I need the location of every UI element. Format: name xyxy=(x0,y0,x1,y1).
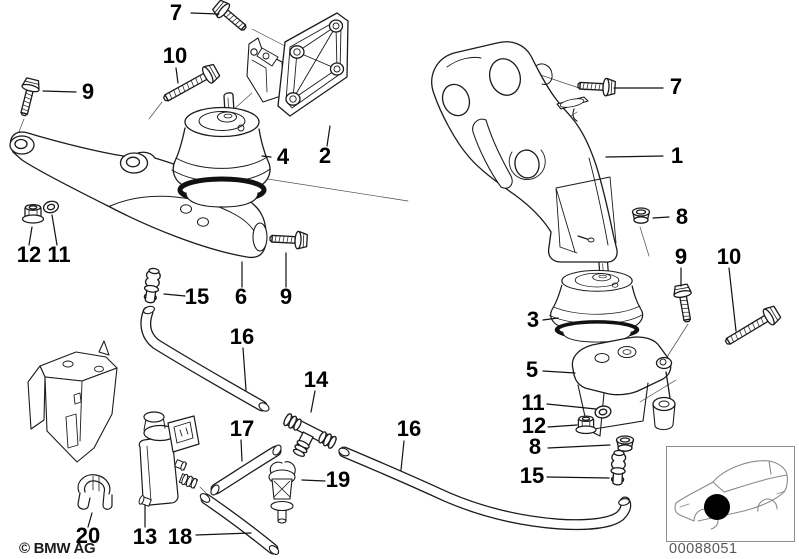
part-4-engine-mount xyxy=(172,93,270,207)
part-11-washer-right xyxy=(593,404,613,420)
callout-9: 9 xyxy=(81,79,95,104)
part-8-grommet-upper xyxy=(631,207,651,224)
part-12-nut-right xyxy=(575,415,597,435)
hose-18 xyxy=(199,493,280,555)
callout-3: 3 xyxy=(526,307,540,332)
callout-18: 18 xyxy=(167,524,193,549)
callout-8: 8 xyxy=(675,204,689,229)
callout-7: 7 xyxy=(669,74,683,99)
part-10-bolt-right xyxy=(720,303,783,351)
part-5-bracket xyxy=(571,336,676,437)
image-number: 00088051 xyxy=(669,541,738,557)
callout-15: 15 xyxy=(184,284,210,309)
callout-7: 7 xyxy=(169,0,183,25)
part-3-engine-mount xyxy=(550,260,643,342)
callout-19: 19 xyxy=(325,467,351,492)
mount-bracket-plate xyxy=(246,37,285,103)
callout-2: 2 xyxy=(318,143,332,168)
location-marker xyxy=(704,494,730,520)
callout-6: 6 xyxy=(234,284,248,309)
part-12-nut-left xyxy=(21,203,45,224)
callout-10: 10 xyxy=(716,244,742,269)
callout-9: 9 xyxy=(279,284,293,309)
hose-16 xyxy=(140,305,632,531)
lock-plate xyxy=(556,96,589,122)
callout-15: 15 xyxy=(519,463,545,488)
car-icon xyxy=(674,460,788,530)
part-11-washer-left xyxy=(41,199,61,215)
part-15-fitting-left xyxy=(141,266,162,305)
part-20-clip xyxy=(77,474,113,510)
part-9-bolt-arm xyxy=(268,229,309,250)
part-19-connector xyxy=(268,461,296,524)
callout-10: 10 xyxy=(162,43,188,68)
callout-13: 13 xyxy=(132,524,158,549)
callout-12: 12 xyxy=(521,413,547,438)
part-1-engine-bracket xyxy=(431,41,618,263)
part-7-bolt-right xyxy=(576,76,617,97)
callout-14: 14 xyxy=(303,367,329,392)
callout-20: 20 xyxy=(75,523,101,548)
callout-8: 8 xyxy=(528,434,542,459)
part-2-bracket xyxy=(256,12,349,117)
callout-16: 16 xyxy=(396,416,422,441)
hose-17 xyxy=(210,444,282,496)
callout-16: 16 xyxy=(229,324,255,349)
callout-1: 1 xyxy=(670,143,684,168)
part-15-fitting-right xyxy=(609,449,627,486)
part-9-bolt-right xyxy=(671,283,697,324)
part-13-vent-valve xyxy=(138,411,200,507)
callout-11: 11 xyxy=(47,242,71,267)
part-7-bolt-left xyxy=(210,0,252,37)
callout-5: 5 xyxy=(525,357,539,382)
part-10-bolt-left xyxy=(159,61,222,108)
copyright-text: © BMW AG xyxy=(19,540,96,557)
vehicle-thumbnail xyxy=(666,446,795,542)
part-9-bolt-left xyxy=(14,76,42,118)
callout-17: 17 xyxy=(229,416,255,441)
callout-9: 9 xyxy=(674,244,688,269)
part-8-grommet-lower xyxy=(615,435,635,452)
part-6-support-arm xyxy=(9,131,268,259)
sheet-metal-holder xyxy=(27,340,118,463)
callout-11: 11 xyxy=(521,390,545,415)
leader-lines xyxy=(28,12,737,536)
part-14-t-connector xyxy=(283,413,337,457)
callout-12: 12 xyxy=(16,242,42,267)
callout-4: 4 xyxy=(276,144,290,169)
